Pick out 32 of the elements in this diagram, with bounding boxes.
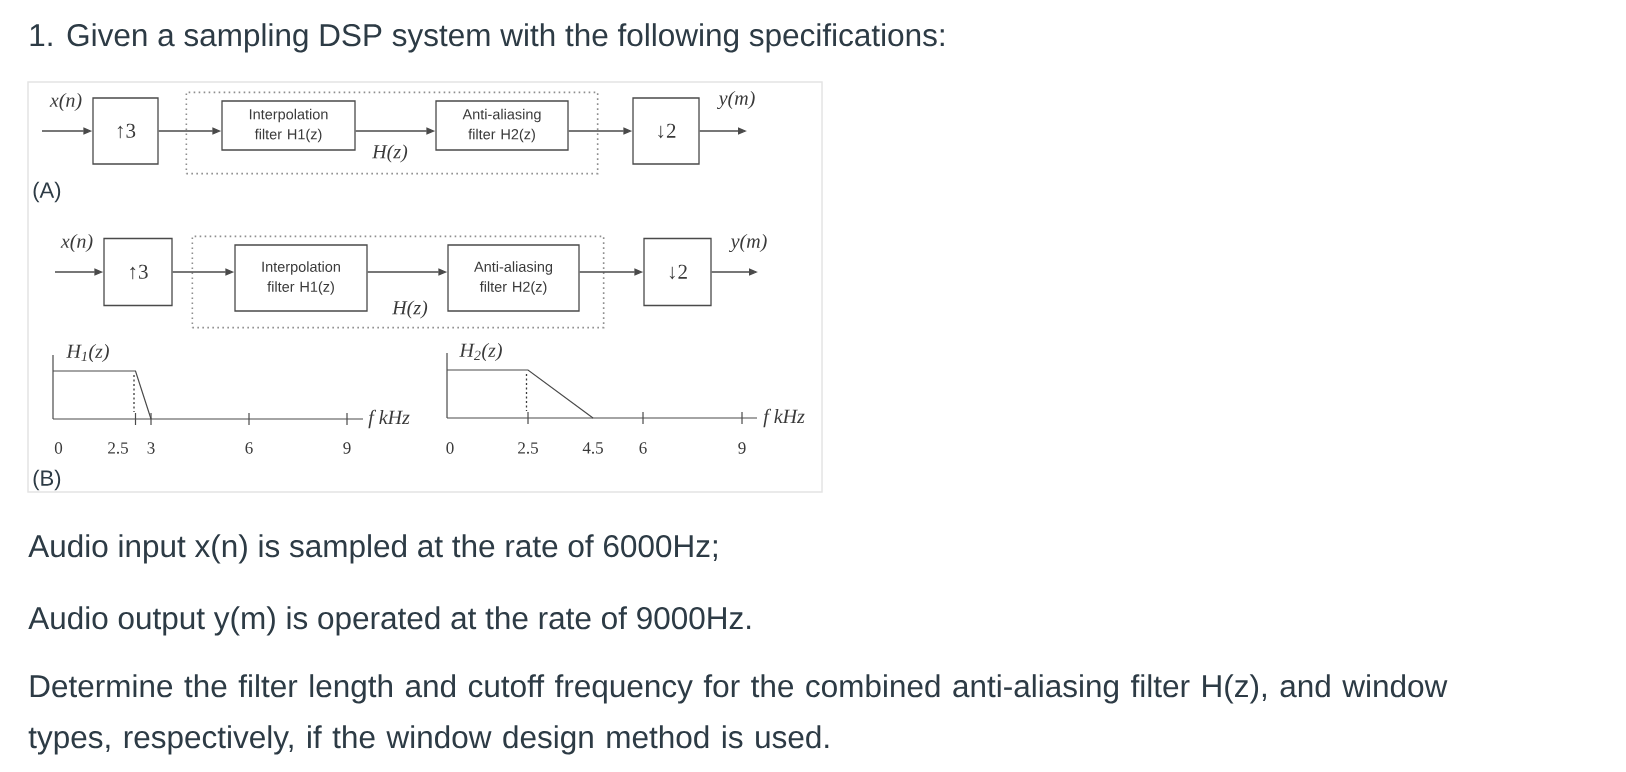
tick-label: 2.5 <box>518 442 538 454</box>
question-text: Determine the filter length and cutoff frequency for the combined anti-aliasing filter H(z), and window types, respectively, if the window design method is used. <box>28 674 1448 755</box>
title: 1. Given a sampling DSP system with the following specifications: <box>30 23 944 53</box>
tick-label: 6 <box>245 442 253 454</box>
tick-label: 6 <box>639 442 647 454</box>
axis-label: H$_{1}$(z) <box>66 343 109 363</box>
filter-box: Interpolation filter H1(z) <box>221 100 356 151</box>
edge-label: y(m) <box>729 233 767 253</box>
tick-label: 3 <box>147 442 155 454</box>
filter-box: Anti-aliasing filter H2(z) <box>435 100 569 151</box>
question-text: Audio input x(n) is sampled at the rate of 6000Hz; <box>28 534 717 564</box>
tick-label: 2.5 <box>108 442 128 454</box>
axis-label: f kHz <box>763 408 805 428</box>
tick-label: 9 <box>343 442 351 454</box>
axis-label: H$_{2}$(z) <box>459 342 502 362</box>
tick-label: 0 <box>446 442 454 454</box>
sampler-box: ↓2 <box>632 97 700 165</box>
filter-box: Interpolation filter H1(z) <box>234 244 368 312</box>
axis-label: f kHz <box>368 409 410 429</box>
sampler-box: ↓2 <box>643 237 712 307</box>
sampler-box: ↑3 <box>92 97 159 165</box>
panel-label: (A) <box>33 181 61 203</box>
edge-label: x(n) <box>60 233 93 253</box>
tick-label: 4.5 <box>582 442 603 454</box>
tick-label: 0 <box>54 442 63 454</box>
question-text: Audio output y(m) is operated at the rate of 9000Hz. <box>28 606 751 636</box>
edge-label: x(n) <box>49 92 82 112</box>
sampler-box: ↑3 <box>103 237 173 307</box>
edge-label: y(m) <box>717 90 755 110</box>
tick-label: 9 <box>738 442 746 454</box>
panel-label: (B) <box>33 469 61 491</box>
filter-box: Anti-aliasing filter H2(z) <box>447 244 580 312</box>
